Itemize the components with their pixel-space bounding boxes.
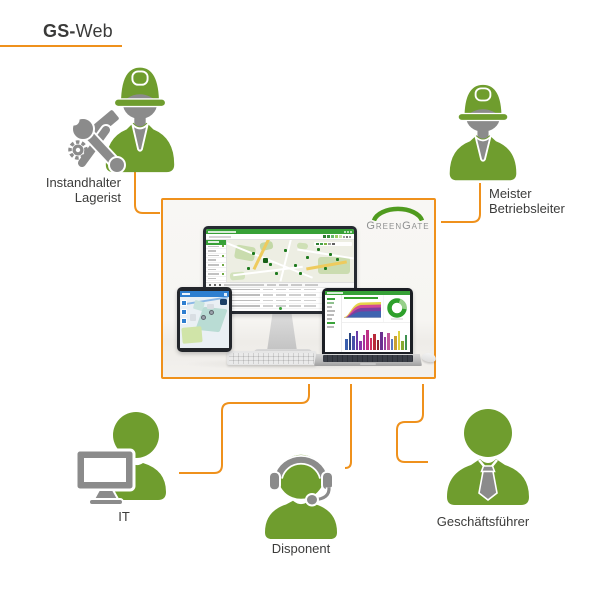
label-line: Instandhalter: [45, 175, 121, 190]
tools-icon: [68, 108, 126, 174]
connector-geschaeftsfuehrer: [396, 384, 428, 463]
map-view: [227, 240, 354, 282]
tablet-screen: [180, 291, 229, 348]
tablet-map-marker: [209, 310, 215, 316]
monitor-stand: [267, 314, 297, 351]
label-line: Disponent: [271, 541, 331, 556]
laptop-app-header: [325, 291, 410, 295]
toolbar-status-blocks: [323, 235, 351, 238]
map-marker: [252, 251, 256, 255]
laptop-device: [322, 288, 413, 354]
product-photo-box: GreenGate: [161, 198, 437, 379]
map-marker: [317, 247, 321, 251]
sidebar-row: [206, 254, 226, 259]
laptop-bar-chart: [342, 323, 410, 352]
role-label-it: IT: [72, 509, 176, 524]
sidebar-row: [206, 268, 226, 273]
tablet-app-header: [180, 291, 229, 297]
role-label-instandhalter: Instandhalter Lagerist: [18, 175, 121, 205]
headset-icon: [268, 455, 334, 507]
title-suffix: Web: [75, 21, 113, 41]
map-marker: [268, 262, 272, 266]
tablet-map-button: [181, 300, 188, 307]
logo-arch-icon: [371, 206, 425, 221]
loading-dot: [278, 306, 282, 310]
person-necktie-icon: [447, 409, 529, 505]
map-marker: [299, 271, 303, 275]
label-line: Betriebsleiter: [489, 201, 565, 216]
monitor-glyph-icon: [74, 448, 136, 506]
monitor-sidebar: [206, 240, 227, 282]
connector-instandhalter: [134, 171, 160, 214]
sidebar-row: [206, 249, 226, 254]
worker-helmet-tools-icon: [68, 66, 176, 174]
tablet-map-button: [181, 309, 188, 316]
connector-disponent: [344, 384, 352, 469]
tablet-layers-button: [220, 298, 228, 305]
necktie-icon: [478, 465, 498, 502]
laptop-side-panel: [325, 295, 342, 352]
label-line: IT: [118, 509, 130, 524]
title-brand: GS-: [43, 21, 76, 41]
map-marker: [294, 264, 298, 268]
map-marker: [275, 271, 279, 275]
greengate-logo: GreenGate: [359, 202, 437, 234]
logo-text: GreenGate: [366, 220, 430, 232]
person-headset-icon: [265, 454, 337, 540]
map-marker-selected: [262, 258, 268, 264]
role-label-meister: Meister Betriebsleiter: [489, 186, 599, 216]
keyboard: [227, 351, 316, 365]
sidebar-row: [206, 277, 226, 282]
app-toolbar: [206, 234, 354, 240]
tablet-device: [177, 287, 232, 352]
sidebar-row: [206, 263, 226, 268]
title-underline: [0, 45, 122, 47]
person-with-monitor-icon: [74, 412, 166, 506]
map-marker: [323, 266, 327, 270]
label-line: Geschäftsführer: [436, 514, 530, 529]
laptop-donut-chart: [384, 295, 410, 322]
sidebar-row: [206, 240, 226, 245]
role-label-disponent: Disponent: [249, 541, 353, 556]
laptop-screen: [325, 291, 410, 352]
map-marker: [328, 252, 332, 256]
tablet-map-button: [181, 318, 188, 325]
label-line: Lagerist: [74, 190, 121, 205]
map-controls: [314, 242, 352, 246]
map-marker: [305, 255, 309, 259]
page-title: GS-Web: [43, 20, 113, 42]
laptop-keyboard: [314, 354, 422, 366]
tablet-map-marker: [200, 314, 206, 320]
table-header-row: [206, 283, 354, 288]
sidebar-row: [206, 245, 226, 250]
role-label-geschaeftsfuehrer: Geschäftsführer: [431, 514, 535, 529]
mouse: [421, 351, 437, 364]
map-marker: [336, 258, 340, 262]
label-line: Meister: [489, 186, 532, 201]
worker-helmet-icon: [448, 84, 518, 182]
laptop-area-chart: [342, 295, 384, 322]
connector-meister: [441, 183, 481, 223]
sidebar-row: [206, 258, 226, 263]
app-header-bar: [206, 229, 354, 234]
map-marker: [284, 249, 288, 253]
sidebar-row: [206, 272, 226, 277]
map-marker: [247, 266, 251, 270]
